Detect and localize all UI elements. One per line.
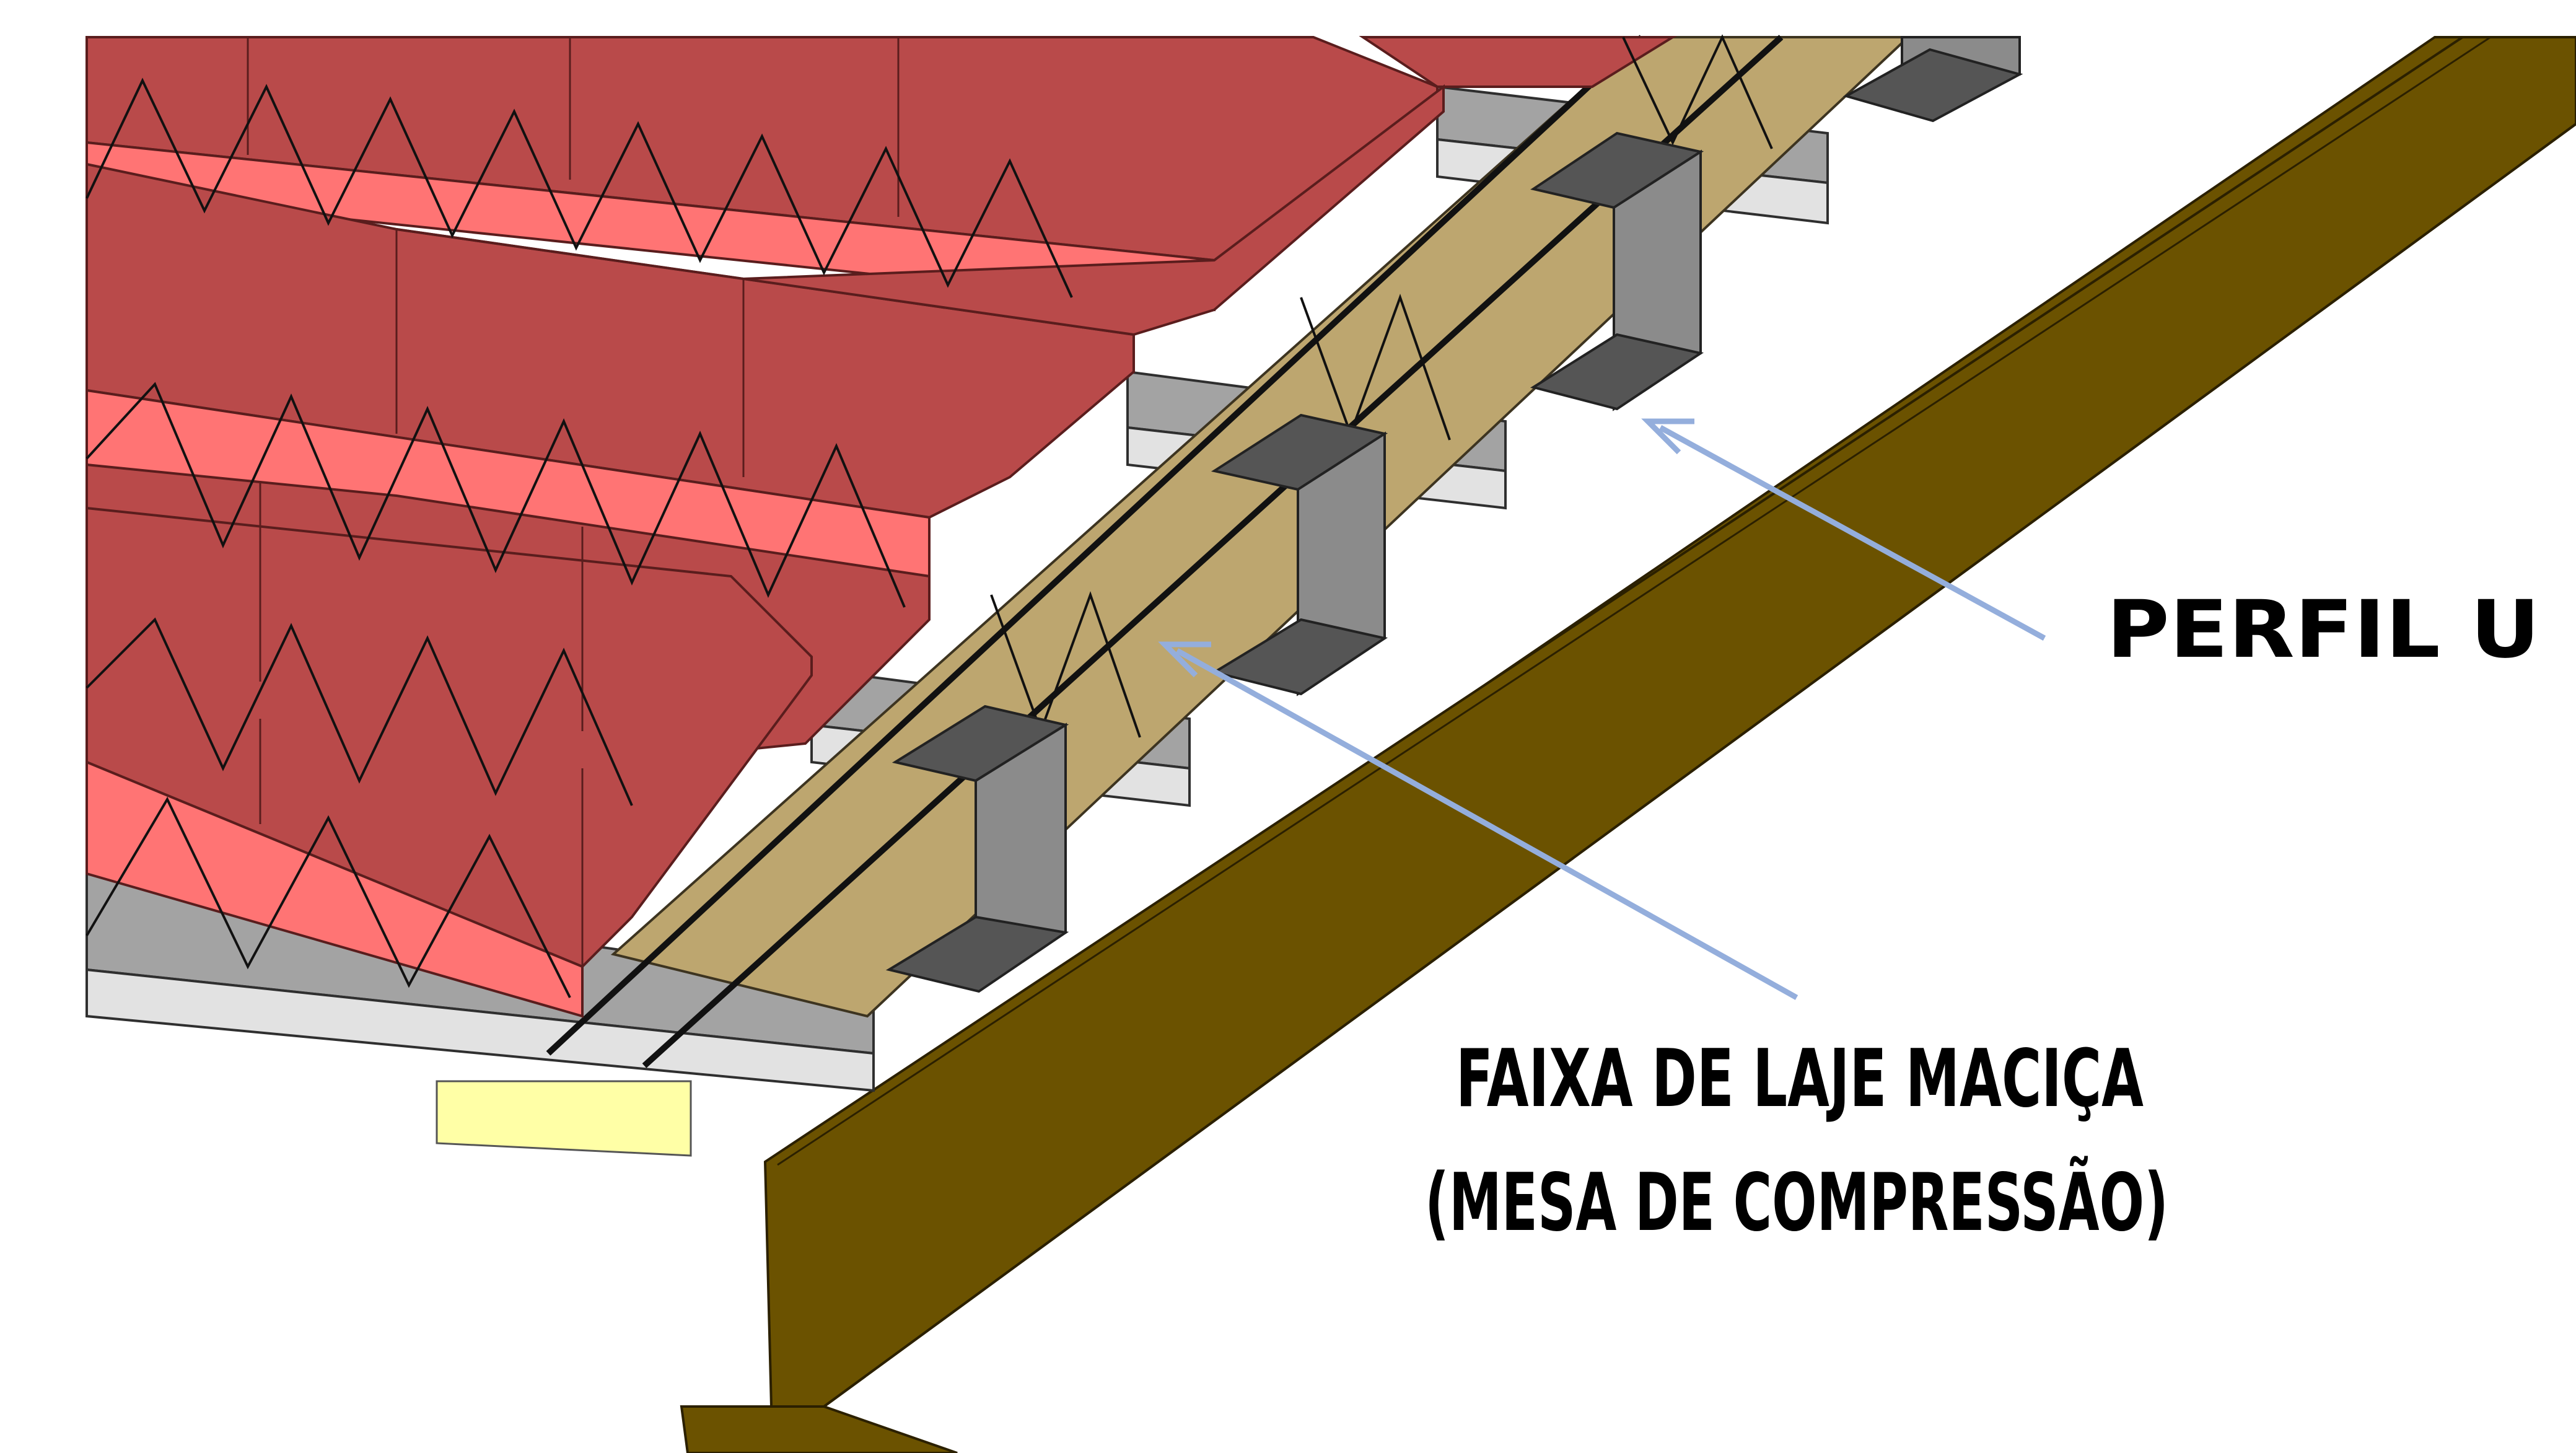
- label-faixa-laje-line1: FAIXA DE LAJE MACIÇA: [1456, 1033, 2144, 1125]
- block-top-face: [1359, 36, 1678, 88]
- u-profile: [1530, 131, 1704, 411]
- u-profiles: [885, 36, 2023, 993]
- steel-beam-edge-line: [777, 36, 2491, 1166]
- truss-zigzag: [1622, 34, 1773, 149]
- ceramic-blocks: [85, 36, 1678, 1018]
- steel-beam-bottom-flange: [680, 1405, 958, 1453]
- rebar: [546, 35, 1644, 1056]
- arrow-perfil-u-head: [1641, 418, 1694, 455]
- truss-zigzag: [85, 796, 571, 998]
- truss-zigzag: [85, 77, 1073, 298]
- truss-zigzag: [85, 617, 633, 806]
- bearing-pad: [436, 1080, 692, 1157]
- arrow-perfil-u: [1658, 425, 2046, 641]
- annotation-arrows: [1158, 418, 2046, 1000]
- lattice-truss-lines: [85, 34, 1773, 998]
- u-profile-bottom-flange: [885, 915, 1069, 993]
- concrete-slab-front: [85, 968, 875, 1092]
- u-profile-bottom-flange: [1211, 618, 1388, 696]
- steel-i-beam: [680, 36, 2576, 1453]
- arrow-faixa-laje-head: [1158, 641, 1211, 678]
- label-faixa-laje-line2: (MESA DE COMPRESSÃO): [1425, 1156, 2168, 1249]
- u-profile: [885, 705, 1069, 993]
- block-side-face: [85, 760, 584, 1018]
- label-perfil-u: PERFIL U: [2106, 584, 2540, 676]
- arrow-faixa-laje: [1175, 648, 1798, 1000]
- block-top-face: [396, 84, 1445, 336]
- truss-zigzag: [990, 591, 1141, 738]
- truss-zigzag: [85, 382, 906, 608]
- truss-zigzag: [1300, 294, 1451, 441]
- u-profile: [1211, 413, 1388, 696]
- block-seams: [247, 37, 900, 967]
- u-profile-bottom-flange: [1842, 48, 2023, 123]
- u-profile: [1842, 36, 2023, 123]
- u-profile-bottom-flange: [1530, 333, 1704, 411]
- rebar: [642, 35, 1784, 1068]
- rebar-lines: [546, 35, 1784, 1068]
- steel-beam-edge-line: [823, 123, 2576, 1408]
